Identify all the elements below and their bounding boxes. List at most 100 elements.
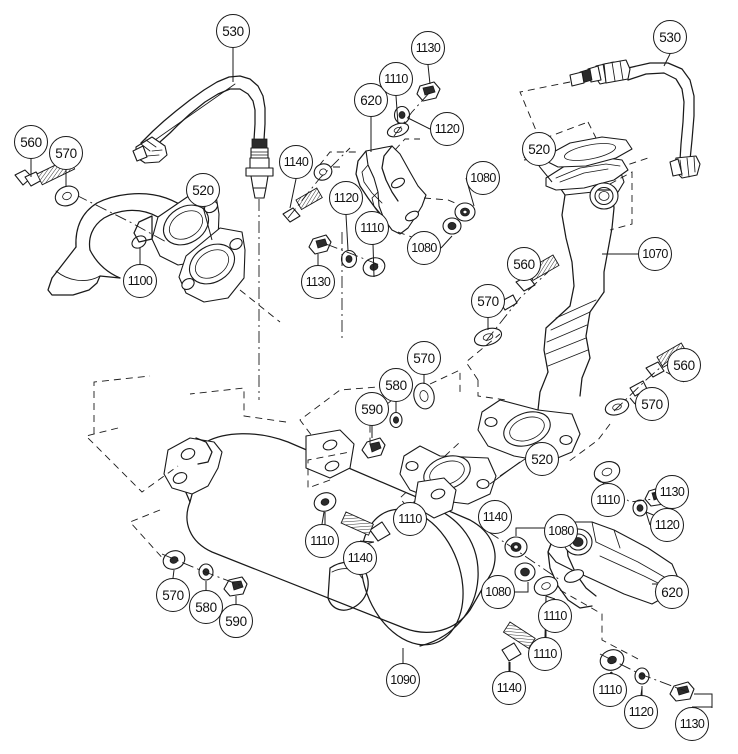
part-560-bolt-left <box>14 157 169 244</box>
callout-1140-bolt-center[interactable]: 1140 <box>279 145 313 179</box>
part-620-bracket-lower <box>547 521 679 661</box>
callout-1120-lock-washer-center[interactable]: 1120 <box>329 181 363 215</box>
callout-1110-washer-silencer[interactable]: 1110 <box>393 502 427 536</box>
callout-ref-label: 1080 <box>411 241 437 255</box>
callout-ref-label: 1130 <box>679 717 705 731</box>
callout-1070-exhaust-chamber[interactable]: 1070 <box>638 237 672 271</box>
callout-ref-label: 1080 <box>470 171 496 185</box>
callout-ref-label: 620 <box>360 92 382 108</box>
callout-1080-collar-right[interactable]: 1080 <box>544 514 578 548</box>
callout-1140-bolt-bottom[interactable]: 1140 <box>492 671 526 705</box>
callout-1130-nut-bottom-right[interactable]: 1130 <box>675 707 709 741</box>
callout-1080-collar-upper[interactable]: 1080 <box>466 161 500 195</box>
callout-ref-label: 1140 <box>482 510 508 524</box>
callout-1110-washer-center[interactable]: 1110 <box>355 211 389 245</box>
callout-570-washer-right-upper[interactable]: 570 <box>471 284 505 318</box>
callout-ref-label: 1080 <box>548 524 574 538</box>
callout-ref-label: 1120 <box>628 705 654 719</box>
callout-1080-collar-lower[interactable]: 1080 <box>407 231 441 265</box>
callout-ref-label: 1100 <box>127 274 153 288</box>
callout-ref-label: 1070 <box>642 247 668 261</box>
callout-1130-nut-upper[interactable]: 1130 <box>411 31 445 65</box>
callout-ref-label: 590 <box>361 401 383 417</box>
part-530-oxygen-sensor-left <box>132 75 274 400</box>
callout-1080-collar-right-lower[interactable]: 1080 <box>481 575 515 609</box>
callout-ref-label: 1140 <box>496 681 522 695</box>
callout-ref-label: 560 <box>20 134 42 150</box>
callout-520-gasket-upper-right[interactable]: 520 <box>522 132 556 166</box>
callout-1100-exhaust-pipe[interactable]: 1100 <box>123 264 157 298</box>
callout-1120-lock-washer-bracket[interactable]: 1120 <box>650 508 684 542</box>
callout-560-bolt-left[interactable]: 560 <box>14 125 48 159</box>
callout-1140-bolt-muffler[interactable]: 1140 <box>343 541 377 575</box>
callout-1110-washer-muffler[interactable]: 1110 <box>305 524 339 558</box>
callout-ref-label: 1130 <box>305 275 331 289</box>
callout-1140-bolt-silencer[interactable]: 1140 <box>478 500 512 534</box>
callout-570-washer-bottom-left[interactable]: 570 <box>156 578 190 612</box>
callout-ref-label: 1130 <box>415 41 441 55</box>
callout-560-bolt-right-lower[interactable]: 560 <box>667 348 701 382</box>
callout-1090-muffler[interactable]: 1090 <box>386 663 420 697</box>
callout-ref-label: 570 <box>162 587 184 603</box>
callout-ref-label: 1120 <box>333 191 359 205</box>
callout-ref-label: 570 <box>641 396 663 412</box>
callout-570-washer-right-lower[interactable]: 570 <box>635 387 669 421</box>
callout-1130-nut-upper-left[interactable]: 1130 <box>301 265 335 299</box>
callout-ref-label: 590 <box>225 613 247 629</box>
callout-530-oxygen-sensor-right[interactable]: 530 <box>653 20 687 54</box>
part-520-gasket-left <box>178 227 281 323</box>
callout-520-gasket-left[interactable]: 520 <box>186 173 220 207</box>
callout-ref-label: 520 <box>192 182 214 198</box>
callout-1130-nut-bracket[interactable]: 1130 <box>655 475 689 509</box>
callout-ref-label: 1090 <box>390 673 416 687</box>
callout-530-oxygen-sensor-left[interactable]: 530 <box>216 14 250 48</box>
callout-ref-label: 1110 <box>398 512 422 526</box>
callout-580-lock-washer-bottom-left[interactable]: 580 <box>189 590 223 624</box>
callout-ref-label: 1110 <box>533 647 557 661</box>
callout-ref-label: 1120 <box>654 518 680 532</box>
callout-590-nut-mid[interactable]: 590 <box>355 392 389 426</box>
callout-ref-label: 1110 <box>543 609 567 623</box>
hardware-cluster-620-upper <box>282 81 476 340</box>
callout-1110-washer-bracket[interactable]: 1110 <box>591 483 625 517</box>
callout-ref-label: 570 <box>477 293 499 309</box>
callout-1110-washer-bottom[interactable]: 1110 <box>528 637 562 671</box>
callout-520-gasket-lower[interactable]: 520 <box>525 442 559 476</box>
callout-570-washer-left[interactable]: 570 <box>49 136 83 170</box>
callout-ref-label: 580 <box>385 377 407 393</box>
callout-1110-washer-bracket-lower[interactable]: 1110 <box>538 599 572 633</box>
callout-ref-label: 570 <box>413 350 435 366</box>
callout-620-bracket-lower[interactable]: 620 <box>655 575 689 609</box>
callout-ref-label: 1140 <box>283 155 309 169</box>
callout-ref-label: 580 <box>195 599 217 615</box>
callout-ref-label: 620 <box>661 584 683 600</box>
callout-ref-label: 520 <box>531 451 553 467</box>
part-620-bracket-upper <box>317 138 461 244</box>
callout-1110-washer-bottom-right[interactable]: 1110 <box>593 673 627 707</box>
callout-ref-label: 560 <box>513 256 535 272</box>
callout-570-washer-mid[interactable]: 570 <box>407 341 441 375</box>
callout-ref-label: 1110 <box>596 493 620 507</box>
callout-ref-label: 530 <box>222 23 244 39</box>
callout-ref-label: 560 <box>673 357 695 373</box>
callout-ref-label: 520 <box>528 141 550 157</box>
part-570-washer-left <box>54 185 80 207</box>
callout-ref-label: 1080 <box>485 585 511 599</box>
callout-1120-lock-washer-bottom-right[interactable]: 1120 <box>624 695 658 729</box>
callout-ref-label: 1110 <box>384 72 408 86</box>
callout-ref-label: 1110 <box>360 221 384 235</box>
callout-ref-label: 1110 <box>598 683 622 697</box>
callout-ref-label: 1140 <box>347 551 373 565</box>
callout-ref-label: 1130 <box>659 485 685 499</box>
callout-580-lock-washer-mid[interactable]: 580 <box>379 368 413 402</box>
callout-ref-label: 1120 <box>434 122 460 136</box>
hardware-muffler-top <box>313 492 391 546</box>
callout-ref-label: 570 <box>55 145 77 161</box>
part-1090-muffler <box>85 375 496 664</box>
callout-1110-washer-upper[interactable]: 1110 <box>379 62 413 96</box>
callout-1120-lock-washer-upper[interactable]: 1120 <box>430 112 464 146</box>
callout-590-nut-bottom-left[interactable]: 590 <box>219 604 253 638</box>
callout-560-bolt-right-upper[interactable]: 560 <box>507 247 541 281</box>
